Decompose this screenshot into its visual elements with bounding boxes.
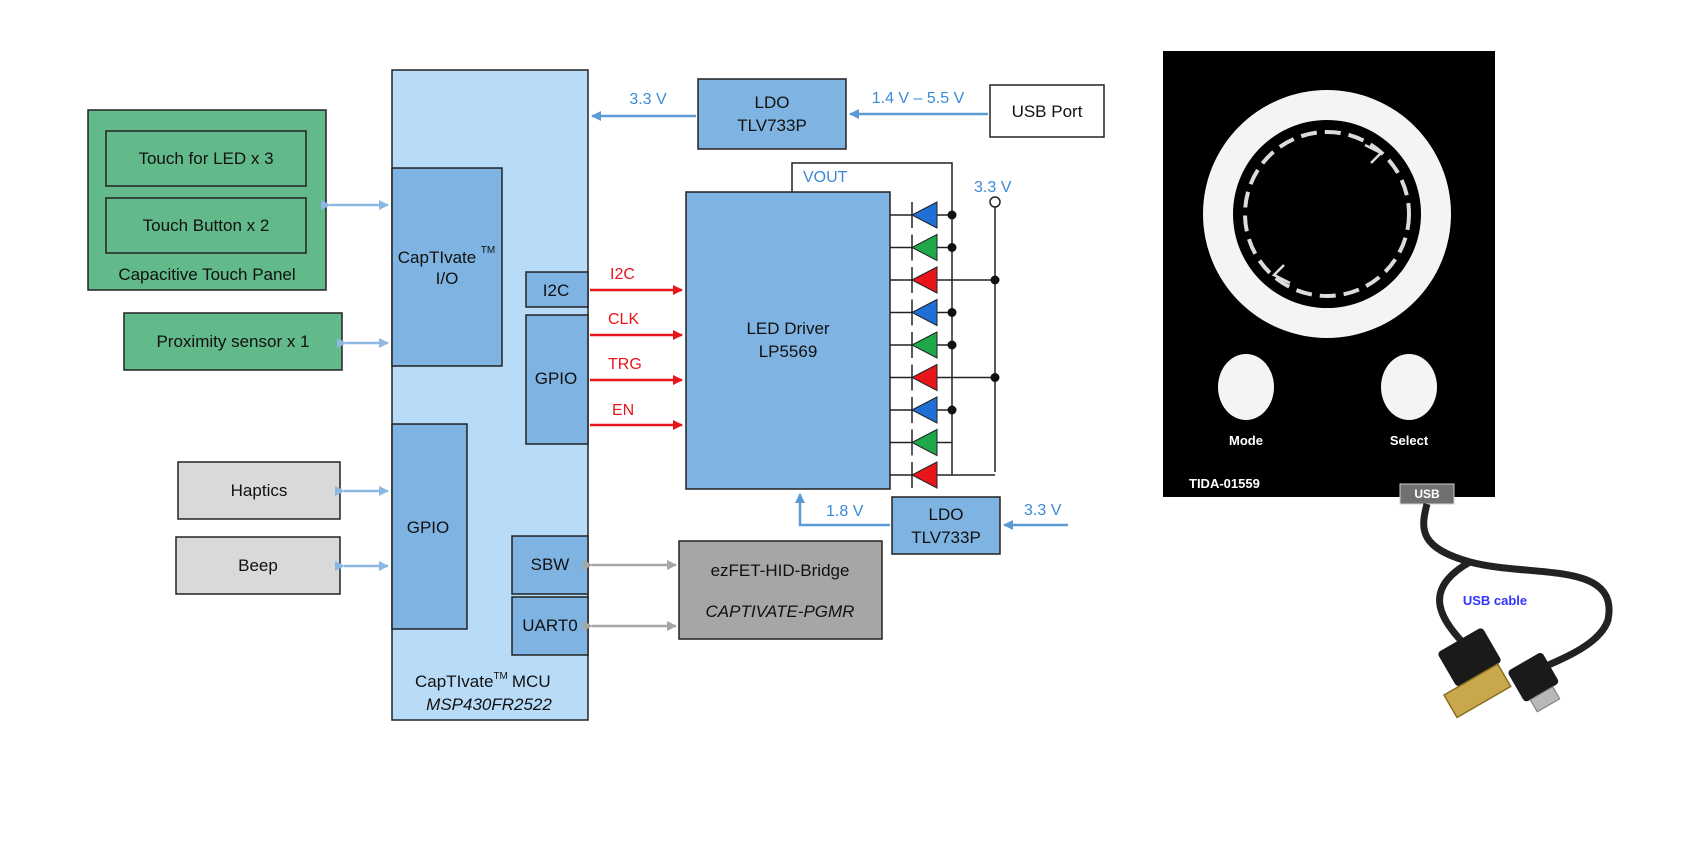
- ldo-bottom-line2: TLV733P: [911, 528, 981, 547]
- ldo-top-line2: TLV733P: [737, 116, 807, 135]
- touch-led-box: [105, 130, 307, 187]
- board-id-label: TIDA-01559: [1189, 476, 1260, 491]
- i2c-port-label: I2C: [543, 281, 569, 300]
- ldo-bottom-output-arrow: [795, 493, 890, 527]
- sbw-label: SBW: [531, 555, 570, 574]
- proximity-sensor-box: Proximity sensor x 1: [123, 312, 343, 371]
- led-triangle: [910, 298, 938, 327]
- vout-label: VOUT: [803, 169, 848, 186]
- led-triangle: [910, 461, 938, 489]
- led-triangle: [910, 428, 938, 457]
- proximity-sensor-label: Proximity sensor x 1: [156, 332, 309, 351]
- haptics-label: Haptics: [231, 481, 288, 500]
- captivate-io-sub: I/O: [436, 269, 459, 288]
- led-triangle: [910, 233, 938, 262]
- ezfet-bridge-box: ezFET-HID-Bridge CAPTIVATE-PGMR: [678, 540, 883, 640]
- mode-label: Mode: [1229, 433, 1263, 448]
- ldo-top-box: LDO TLV733P: [697, 78, 847, 150]
- led-supply-voltage: 3.3 V: [974, 179, 1012, 196]
- wheel-arrow-icon: [1271, 264, 1291, 285]
- captivate-io-box: [391, 167, 503, 367]
- signal-label-clk: CLK: [608, 311, 639, 328]
- gpio-left-label: GPIO: [407, 518, 450, 537]
- i2c-port-box: [525, 271, 589, 308]
- led-driver-line2: LP5569: [759, 342, 818, 361]
- led-driver-line1: LED Driver: [746, 319, 829, 338]
- ezfet-line2: CAPTIVATE-PGMR: [706, 602, 855, 621]
- ldo-bottom-output-voltage: 1.8 V: [826, 503, 864, 520]
- mcu-part-number: MSP430FR2522: [426, 695, 552, 714]
- led-triangle: [910, 396, 938, 424]
- touch-led-label: Touch for LED x 3: [138, 149, 273, 168]
- junction-dot: [990, 373, 1000, 382]
- junction-dot: [947, 340, 957, 350]
- select-label: Select: [1390, 433, 1429, 448]
- beep-label: Beep: [238, 556, 278, 575]
- uart0-box: [511, 596, 589, 656]
- sbw-box: [511, 535, 589, 595]
- usb-cable: [1420, 503, 1613, 676]
- usb-tag-label: USB: [1414, 487, 1440, 501]
- captivate-io-label: CapTIvate: [398, 248, 476, 267]
- bidirectional-arrows-left: [321, 200, 389, 571]
- beep-box: Beep: [175, 536, 341, 595]
- signal-label-i2c: I2C: [610, 266, 635, 283]
- tm-mark: TM: [481, 245, 495, 256]
- ldo-top-line1: LDO: [755, 93, 790, 112]
- led-triangle: [910, 363, 938, 392]
- signal-label-trg: TRG: [608, 356, 642, 373]
- mcu-supply-voltage: 3.3 V: [629, 91, 667, 108]
- usb-cable-label: USB cable: [1463, 593, 1527, 608]
- touch-button-box: [105, 197, 307, 254]
- control-signals: I2C CLK TRG EN: [590, 266, 683, 430]
- wheel-arrow-icon: [1364, 143, 1384, 164]
- usb-port-label: USB Port: [1012, 102, 1083, 121]
- ldo-bottom-box: LDO TLV733P: [891, 496, 1001, 555]
- junction-dot: [947, 210, 957, 220]
- mode-button: [1218, 354, 1274, 420]
- led-triangle: [910, 331, 938, 359]
- usb-port-box: USB Port: [989, 84, 1105, 138]
- debug-links: [583, 560, 677, 631]
- ldo-bottom-line1: LDO: [929, 505, 964, 524]
- uart0-label: UART0: [522, 616, 577, 635]
- touch-panel-title: Capacitive Touch Panel: [118, 265, 295, 284]
- device-illustration: Mode Select TIDA-01559 USB USB cable: [1163, 51, 1613, 719]
- gpio-right-box: [525, 314, 589, 445]
- junction-dot: [947, 243, 957, 252]
- led-driver-box: LED Driver LP5569: [685, 191, 891, 490]
- usb-voltage-range: 1.4 V – 5.5 V: [872, 90, 965, 107]
- led-array: [890, 198, 1000, 489]
- usb-a-plug-icon: [1438, 628, 1512, 719]
- led-supply-rail: 3.3 V: [974, 179, 1012, 472]
- junction-dot: [947, 308, 957, 317]
- vout-wire: [791, 162, 953, 198]
- led-triangle: [910, 266, 938, 294]
- gpio-left-box: [391, 423, 468, 630]
- signal-label-en: EN: [612, 402, 634, 419]
- junction-dot: [990, 275, 1000, 285]
- led-triangle: [910, 201, 938, 229]
- ezfet-line1: ezFET-HID-Bridge: [711, 561, 850, 580]
- touch-button-label: Touch Button x 2: [143, 216, 270, 235]
- mcu-block: CapTIvate TM I/O GPIO I2C GPIO SBW UART0…: [391, 69, 589, 721]
- mini-usb-plug-icon: [1508, 652, 1561, 713]
- ldo-bottom-input-voltage: 3.3 V: [1024, 502, 1062, 519]
- haptics-box: Haptics: [177, 461, 341, 520]
- select-button: [1381, 354, 1437, 420]
- junction-dot: [947, 405, 957, 415]
- gpio-right-label: GPIO: [535, 369, 578, 388]
- capacitive-touch-panel: Touch for LED x 3 Touch Button x 2 Capac…: [87, 109, 327, 291]
